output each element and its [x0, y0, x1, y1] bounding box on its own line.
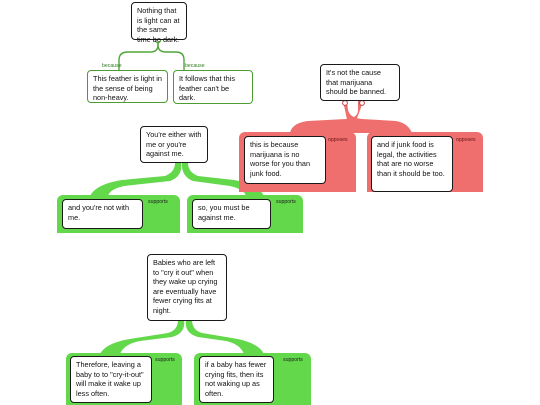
reason-node[interactable]: This feather is light in the sense of be… [87, 70, 168, 103]
opposes-label: opposes [456, 137, 476, 143]
supports-label: supports [155, 357, 175, 363]
because-connectors [118, 37, 185, 70]
connector-dot [359, 100, 365, 106]
reason-node[interactable]: this is because marijuana is no worse fo… [244, 136, 326, 184]
support-connectors [100, 320, 264, 354]
supports-label: supports [276, 199, 296, 205]
reason-node[interactable]: and you're not with me. [62, 199, 143, 229]
claim-node[interactable]: Nothing that is light can at the same ti… [131, 2, 187, 44]
reason-node[interactable]: Therefore, leaving a baby to to "cry-it-… [70, 356, 152, 403]
opposes-label: opposes [328, 137, 348, 143]
supports-label: supports [283, 357, 303, 363]
claim-node[interactable]: Babies who are left to "cry it out" when… [147, 254, 227, 321]
connector-dot [342, 100, 348, 106]
oppose-connectors [290, 101, 412, 133]
support-connectors [90, 163, 264, 196]
because-label: because [185, 63, 205, 69]
supports-label: supports [148, 199, 168, 205]
reason-node[interactable]: so, you must be against me. [192, 199, 271, 229]
reason-node[interactable]: if a baby has fewer crying fits, then it… [199, 356, 274, 403]
reason-node[interactable]: and if junk food is legal, the activitie… [371, 136, 453, 192]
reason-node[interactable]: It follows that this feather can't be da… [173, 70, 253, 104]
claim-node[interactable]: It's not the cause that marijuana should… [320, 64, 400, 101]
claim-node[interactable]: You're either with me or you're against … [140, 126, 208, 163]
because-label: because [102, 63, 122, 69]
